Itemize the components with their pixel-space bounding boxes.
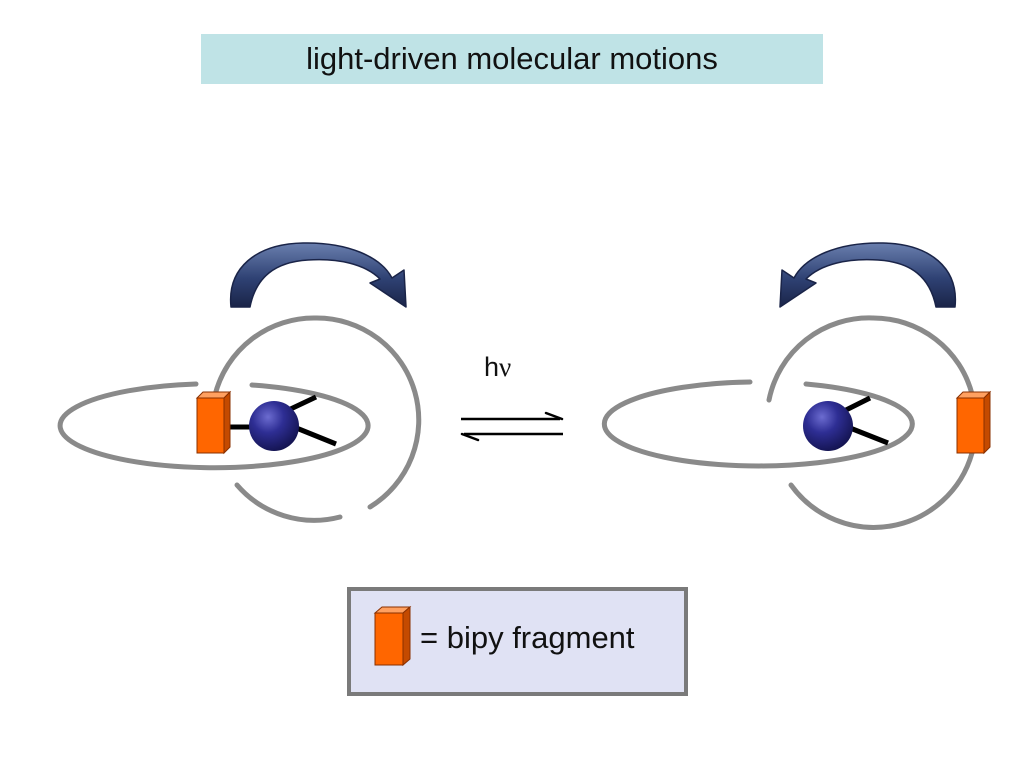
left-vertical-ring-upper — [212, 315, 422, 510]
right-vertical-ring-upper — [766, 315, 975, 403]
legend-bipy-block-icon — [373, 605, 412, 667]
legend-label: = bipy fragment — [420, 620, 635, 655]
photon-energy-label: hν — [484, 352, 511, 383]
left-bipy-block-icon — [195, 390, 232, 455]
right-vertical-ring-lower — [788, 450, 975, 530]
left-metal-sphere-icon — [249, 401, 299, 451]
left-state — [57, 242, 422, 523]
right-state — [601, 242, 992, 530]
equilibrium-arrows-icon — [460, 411, 564, 442]
frequency-nu: ν — [499, 352, 512, 382]
right-metal-sphere-icon — [803, 401, 853, 451]
left-horizontal-ring — [57, 381, 371, 471]
right-rotation-arrow-icon — [779, 242, 957, 308]
left-vertical-ring-lower — [234, 482, 343, 523]
right-horizontal-ring — [601, 379, 915, 469]
planck-h: h — [484, 352, 500, 382]
right-bipy-block-icon — [955, 390, 992, 455]
page-title: light-driven molecular motions — [306, 41, 718, 76]
left-rotation-arrow-icon — [229, 242, 407, 308]
title-banner: light-driven molecular motions — [201, 34, 823, 84]
